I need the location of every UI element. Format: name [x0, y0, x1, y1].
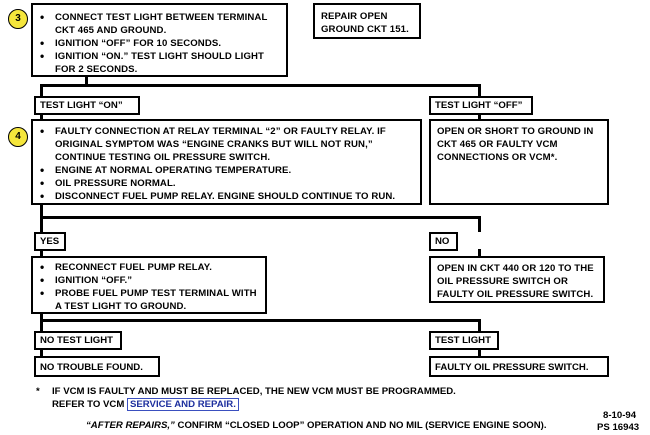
yes-label: YES: [34, 232, 66, 251]
step-4-bullet: DISCONNECT FUEL PUMP RELAY. ENGINE SHOUL…: [37, 190, 416, 203]
step-4-bullet: OIL PRESSURE NORMAL.: [37, 177, 416, 190]
faulty-oil-pressure-switch-box: FAULTY OIL PRESSURE SWITCH.: [429, 356, 609, 377]
yes-bullet: RECONNECT FUEL PUMP RELAY.: [37, 261, 261, 274]
footnote-line-2: REFER TO VCM SERVICE AND REPAIR.: [52, 398, 239, 411]
document-date: 8-10-94: [603, 410, 637, 421]
off-result-box: OPEN OR SHORT TO GROUND IN CKT 465 OR FA…: [429, 119, 609, 205]
connector-yesbox-down: [40, 313, 43, 321]
repair-open-ground-box: REPAIR OPEN GROUND CKT 151.: [313, 3, 421, 39]
yes-bullet: PROBE FUEL PUMP TEST TERMINAL WITH A TES…: [37, 287, 261, 313]
connector-branch-bar-1: [40, 84, 481, 87]
connector-on-down: [40, 84, 43, 98]
connector-step4-down: [40, 204, 43, 218]
connector-no-down: [478, 216, 481, 232]
connector-notestlight-down: [40, 319, 43, 331]
footnote-star: *: [36, 386, 40, 397]
test-light-off-label: TEST LIGHT “OFF”: [429, 96, 533, 115]
step-3-box: CONNECT TEST LIGHT BETWEEN TERMINAL CKT …: [31, 3, 288, 77]
connector-no-to-result: [478, 249, 481, 257]
yes-bullet: IGNITION “OFF.”: [37, 274, 261, 287]
test-light-label: TEST LIGHT: [429, 331, 499, 350]
connector-off-to-result: [478, 112, 481, 120]
step-3-bullet: IGNITION “ON.” TEST LIGHT SHOULD LIGHT F…: [37, 50, 282, 76]
yes-action-box: RECONNECT FUEL PUMP RELAY. IGNITION “OFF…: [31, 256, 267, 314]
step-3-bullet: IGNITION “OFF” FOR 10 SECONDS.: [37, 37, 282, 50]
after-repairs-italic: “AFTER REPAIRS,”: [86, 420, 175, 431]
no-test-light-label: NO TEST LIGHT: [34, 331, 122, 350]
connector-testlight-down: [478, 319, 481, 331]
connector-step3-down: [85, 76, 88, 86]
no-result-box: OPEN IN CKT 440 OR 120 TO THE OIL PRESSU…: [429, 256, 605, 303]
test-light-on-label: TEST LIGHT “ON”: [34, 96, 140, 115]
no-label: NO: [429, 232, 458, 251]
footnote-line-1: IF VCM IS FAULTY AND MUST BE REPLACED, T…: [52, 386, 456, 397]
document-ps-number: PS 16943: [597, 422, 640, 433]
connector-on-to-step4: [40, 112, 43, 120]
connector-notest-to-result: [40, 347, 43, 357]
step-4-number: 4: [8, 127, 28, 147]
after-repairs-text: CONFIRM “CLOSED LOOP” OPERATION AND NO M…: [177, 420, 547, 431]
step-4-box: FAULTY CONNECTION AT RELAY TERMINAL “2” …: [31, 119, 422, 205]
footnote-refer-text: REFER TO VCM: [52, 399, 125, 410]
connector-yes-to-box: [40, 249, 43, 257]
connector-branch-bar-2: [40, 216, 481, 219]
step-3-bullet: CONNECT TEST LIGHT BETWEEN TERMINAL CKT …: [37, 11, 282, 37]
connector-branch-bar-3: [40, 319, 481, 322]
step-4-bullet: FAULTY CONNECTION AT RELAY TERMINAL “2” …: [37, 125, 416, 164]
no-trouble-found-box: NO TROUBLE FOUND.: [34, 356, 160, 377]
step-4-bullet: ENGINE AT NORMAL OPERATING TEMPERATURE.: [37, 164, 416, 177]
connector-yes-down: [40, 216, 43, 232]
service-and-repair-link[interactable]: SERVICE AND REPAIR.: [127, 398, 239, 411]
after-repairs-note: “AFTER REPAIRS,” CONFIRM “CLOSED LOOP” O…: [86, 419, 547, 432]
step-3-number: 3: [8, 9, 28, 29]
connector-off-down: [478, 84, 481, 98]
connector-test-to-result: [478, 347, 481, 357]
